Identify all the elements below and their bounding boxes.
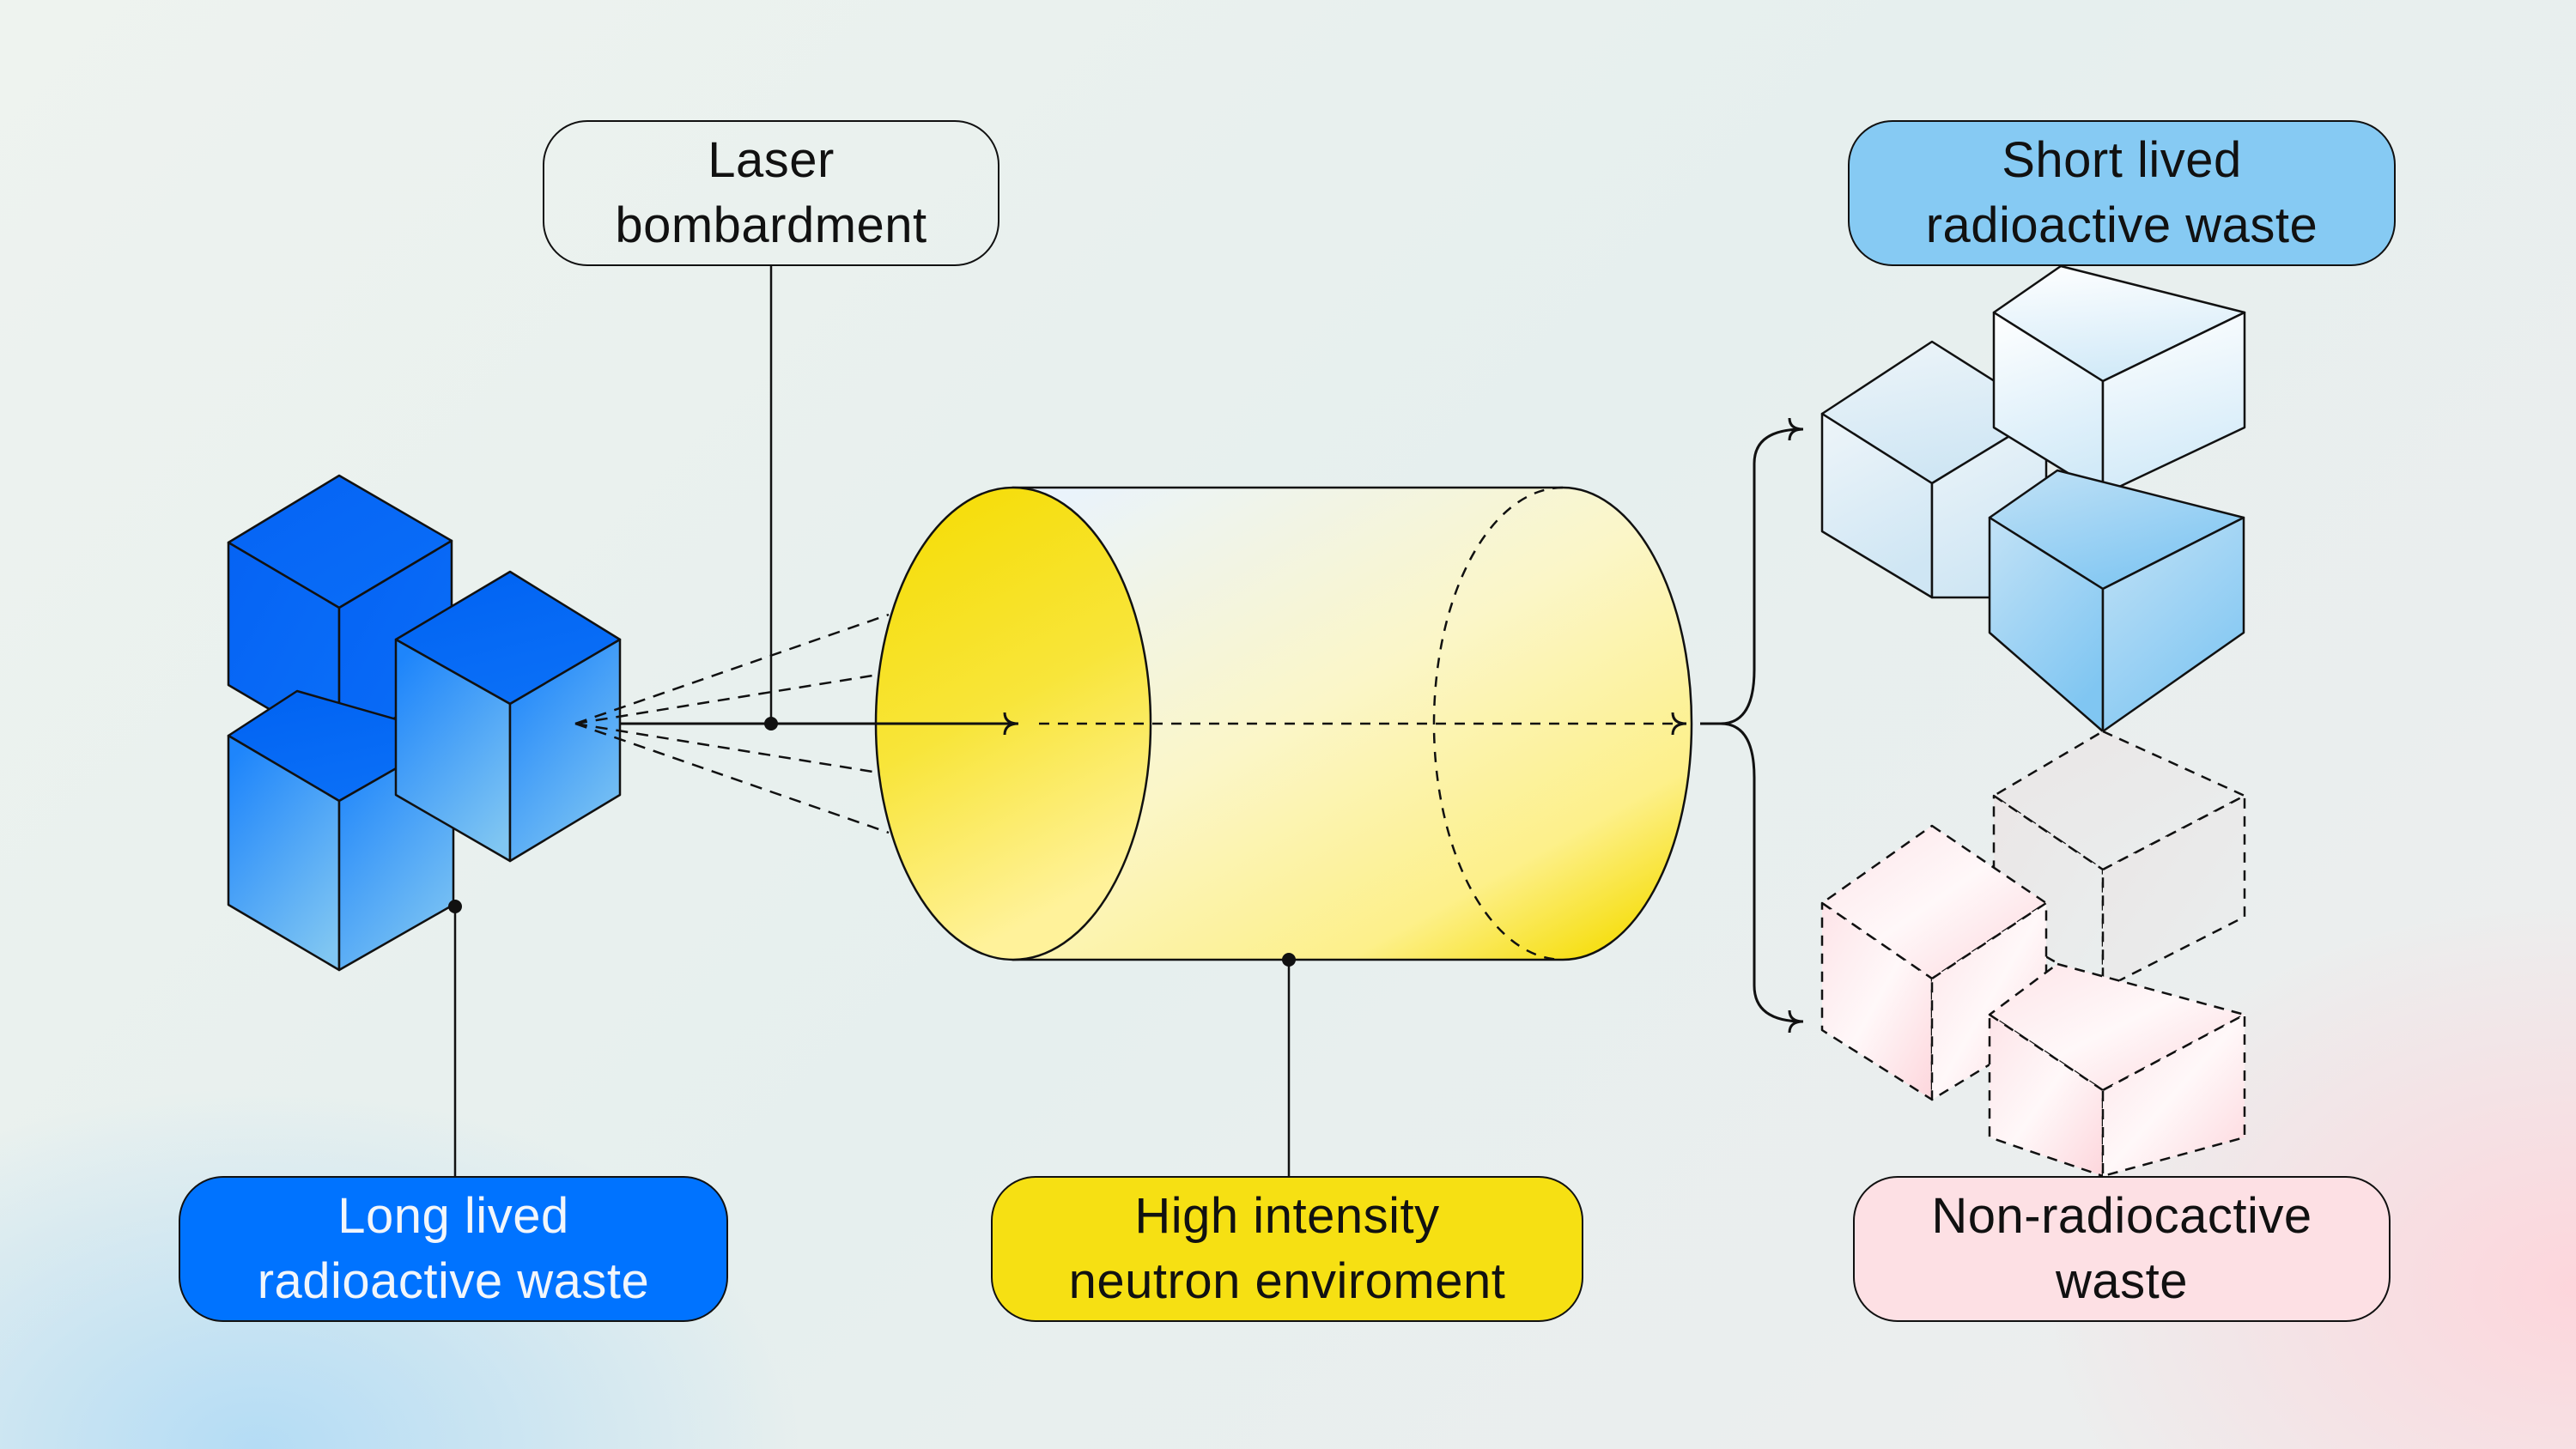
short-lived-waste-label: Short lived radioactive waste <box>1848 120 2396 266</box>
label-line: bombardment <box>615 197 927 253</box>
neutron-environment-label: High intensity neutron enviroment <box>991 1176 1583 1322</box>
label-line: Non-radiocactive <box>1931 1188 2312 1244</box>
label-line: Short lived <box>2002 132 2242 188</box>
laser-connector <box>764 266 778 731</box>
long-lived-connector <box>448 900 462 1176</box>
pink-dashed-cube-icon <box>1988 962 2246 1178</box>
label-line: radioactive waste <box>1925 197 2318 253</box>
branch-arrow <box>1700 417 1804 1034</box>
label-line: Long lived <box>337 1188 569 1244</box>
light-blue-cube-cluster-icon <box>1820 264 2246 733</box>
label-line: neutron enviroment <box>1068 1253 1506 1309</box>
laser-beam-fan <box>574 613 890 834</box>
blue-cube-icon <box>394 570 622 863</box>
blue-cube-cluster-icon <box>227 474 622 972</box>
pink-dashed-cube-icon <box>1820 824 2048 1101</box>
white-cube-icon <box>1992 264 2246 496</box>
label-line: radioactive waste <box>257 1253 650 1309</box>
label-line: waste <box>2055 1253 2188 1309</box>
label-line: High intensity <box>1134 1188 1440 1244</box>
neutron-env-connector <box>1282 953 1296 1176</box>
non-radioactive-waste-label: Non-radiocactive waste <box>1853 1176 2391 1322</box>
long-lived-waste-label: Long lived radioactive waste <box>179 1176 728 1322</box>
laser-bombardment-label: Laser bombardment <box>543 120 999 266</box>
dashed-pink-cube-cluster-icon <box>1820 730 2246 1178</box>
label-line: Laser <box>708 132 835 188</box>
sky-cube-icon <box>1988 469 2245 733</box>
